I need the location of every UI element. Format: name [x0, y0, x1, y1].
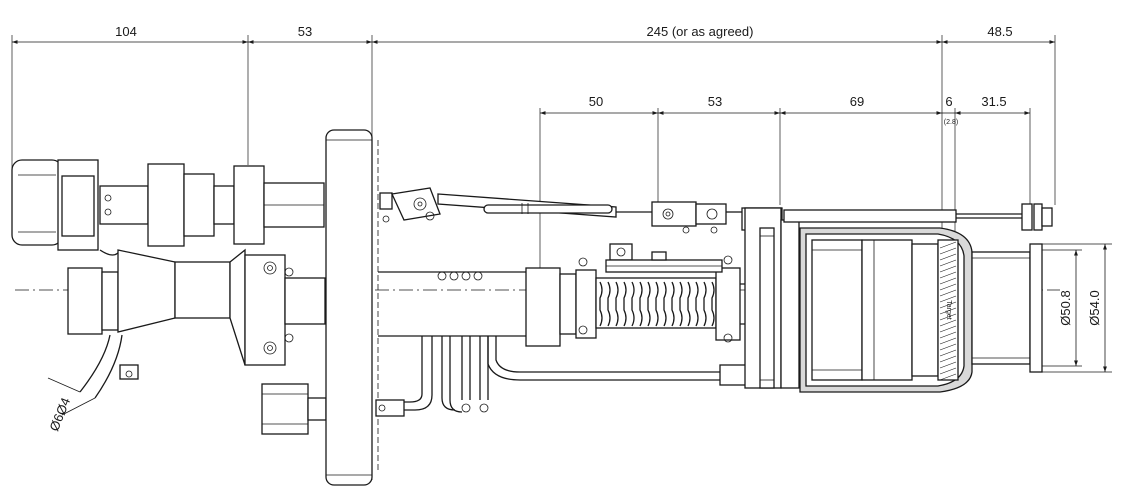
dim-69: 69	[850, 94, 864, 109]
motor-assembly	[11, 159, 325, 251]
dim-tube-diameter: Ø6Ø4	[46, 395, 73, 433]
dim-d54: Ø54.0	[1087, 290, 1102, 325]
target-hatching	[939, 241, 957, 381]
linkage-rod	[379, 187, 783, 234]
dim-50: 50	[589, 94, 603, 109]
dim-104: 104	[115, 24, 137, 39]
guide-rod	[783, 203, 1053, 231]
bellows-end-fittings	[605, 243, 760, 343]
dim-2-8: (2.8)	[944, 119, 958, 126]
dim-53-second: 53	[708, 94, 722, 109]
target-can: Target	[799, 227, 1043, 393]
dim-48-5: 48.5	[987, 24, 1012, 39]
connector-housing	[47, 248, 326, 416]
mounting-flange	[325, 129, 379, 486]
top-dimension-row: 104 53 245 (or as agreed) 48.5	[11, 24, 1056, 240]
bellows	[595, 277, 717, 329]
wiring	[375, 271, 747, 417]
dim-6: 6	[945, 94, 952, 109]
dim-53-top: 53	[298, 24, 312, 39]
lower-fitting	[261, 383, 327, 435]
dim-245: 245 (or as agreed)	[647, 24, 754, 39]
dim-31-5: 31.5	[981, 94, 1006, 109]
second-dimension-row: 50 53 69 6 31.5 (2.8)	[539, 94, 1031, 270]
dim-d50-8: Ø50.8	[1058, 290, 1073, 325]
diameter-dimensions: Ø54.0 Ø50.8	[1040, 243, 1112, 373]
main-shaft	[378, 257, 597, 347]
target-label: Target	[945, 300, 952, 320]
housing-plate	[744, 207, 827, 389]
